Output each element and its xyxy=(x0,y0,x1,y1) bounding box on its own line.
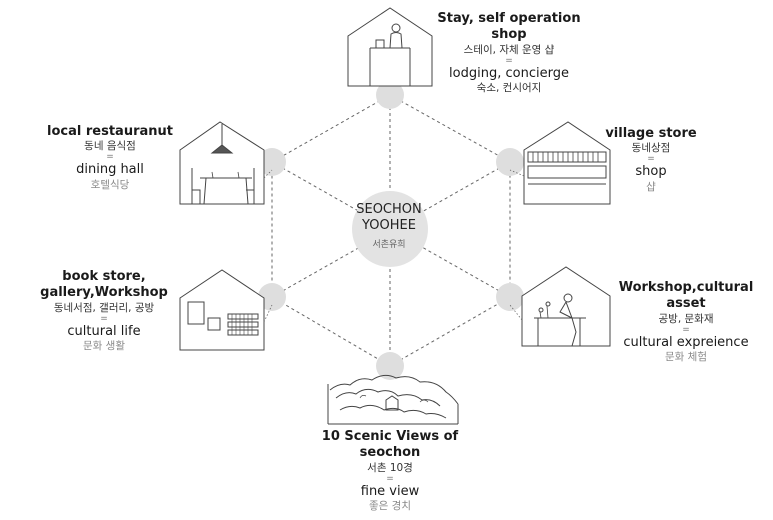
radial-line-left-diagonal xyxy=(271,161,511,298)
node-label-top-left: local restauranut 동네 음식점 = dining hall 호… xyxy=(44,124,176,192)
node-korean: 동네서점, 갤러리, 공방 xyxy=(53,301,155,314)
node-label-top: Stay, self operation shop 스테이, 자체 운영 샵 =… xyxy=(426,11,592,95)
node-english: shop xyxy=(635,164,667,180)
node-korean2: 문화 생활 xyxy=(83,339,125,352)
node-korean2: 호텔식당 xyxy=(90,178,130,191)
node-label-bottom: 10 Scenic Views of seochon 서촌 10경 = fine… xyxy=(290,429,490,513)
node-korean: 동네 음식점 xyxy=(84,140,136,153)
node-equals: = xyxy=(505,55,513,66)
node-english: fine view xyxy=(360,483,420,499)
node-equals: = xyxy=(386,473,394,484)
node-circles xyxy=(258,81,524,380)
house-icon-bookstore xyxy=(179,269,265,351)
node-title: book store, gallery,Workshop xyxy=(40,269,168,301)
node-korean: 스테이, 자체 운영 샵 xyxy=(463,43,555,56)
node-english: cultural expreience xyxy=(623,334,749,350)
radial-line-right-diagonal xyxy=(271,161,511,298)
node-circle-bottom xyxy=(376,352,404,380)
center-title-line2: YOOHEE xyxy=(362,218,416,234)
node-equals: = xyxy=(682,324,690,335)
node-korean2: 좋은 경치 xyxy=(369,499,411,512)
node-english: lodging, concierge xyxy=(449,65,569,81)
node-equals: = xyxy=(100,313,108,324)
node-label-top-right: village store 동네상점 = shop 샵 xyxy=(604,126,698,194)
scenic-view-illustration xyxy=(327,374,459,425)
node-circle-bottom-right xyxy=(496,283,524,311)
house-icon-village-store xyxy=(523,121,611,205)
node-label-bottom-right: Workshop,cultural asset 공방, 문화재 = cultur… xyxy=(602,280,770,364)
node-korean: 서촌 10경 xyxy=(367,461,413,474)
node-korean2: 샵 xyxy=(646,180,656,193)
center-circle xyxy=(352,191,428,267)
node-equals: = xyxy=(106,152,114,163)
node-circle-top xyxy=(376,81,404,109)
node-korean: 동네상점 xyxy=(631,142,671,155)
house-icon-workshop xyxy=(521,266,611,347)
node-circle-top-left xyxy=(258,148,286,176)
node-title: Workshop,cultural asset xyxy=(618,280,754,312)
center-title-line1: SEOCHON xyxy=(356,202,422,217)
node-circle-bottom-left xyxy=(258,283,286,311)
node-korean2: 숙소, 컨시어지 xyxy=(476,81,542,94)
label-leaders xyxy=(263,169,525,323)
node-english: cultural life xyxy=(67,323,141,339)
house-icon-restaurant xyxy=(179,121,265,205)
node-equals: = xyxy=(647,154,655,165)
node-label-bottom-left: book store, gallery,Workshop 동네서점, 갤러리, … xyxy=(4,269,204,353)
house-icon-stay xyxy=(347,7,433,87)
node-title: village store xyxy=(605,126,697,141)
node-title: 10 Scenic Views of seochon xyxy=(321,429,459,461)
center-label: SEOCHON YOOHEE 서촌유희 xyxy=(339,202,439,250)
center-korean: 서촌유희 xyxy=(372,239,406,250)
node-english: dining hall xyxy=(76,162,144,178)
node-korean: 공방, 문화재 xyxy=(658,312,714,325)
node-korean2: 문화 체험 xyxy=(665,350,707,363)
node-title: Stay, self operation shop xyxy=(437,11,581,43)
node-title: local restauranut xyxy=(47,124,173,139)
node-circle-top-right xyxy=(496,148,524,176)
